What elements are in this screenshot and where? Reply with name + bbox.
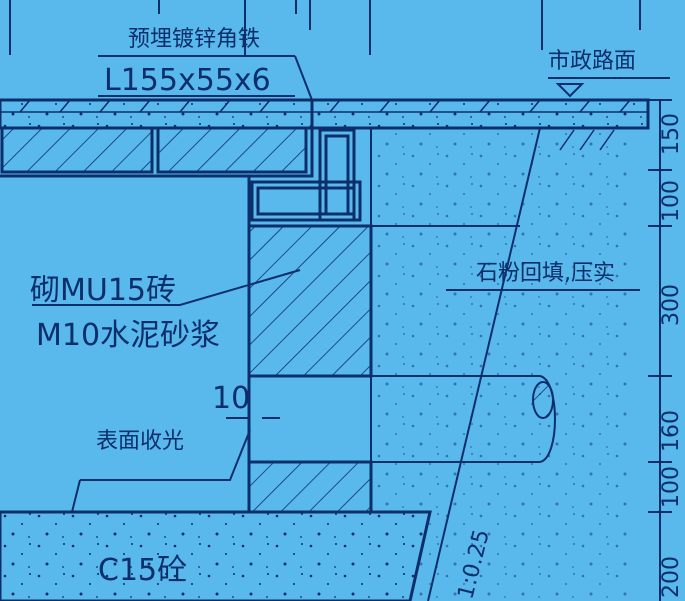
slope-line <box>427 127 541 601</box>
gap-label: 10 <box>212 381 250 416</box>
dim-300: 300 <box>659 284 684 326</box>
dim-200: 200 <box>659 556 684 598</box>
concrete-label: C15砼 <box>98 553 187 588</box>
level-marker <box>548 77 670 98</box>
leader-lines <box>32 55 640 513</box>
backfill-label: 石粉回填,压实 <box>476 261 615 286</box>
angle-iron <box>250 100 362 222</box>
brick-wall <box>247 128 520 514</box>
top-frame-lines <box>9 0 641 55</box>
angle-spec-label: L155x55x6 <box>104 63 271 98</box>
finish-label: 表面收光 <box>96 429 184 454</box>
embedded-angle-label: 预埋镀锌角铁 <box>128 27 260 52</box>
pipe <box>258 375 556 463</box>
dim-150: 150 <box>659 113 684 155</box>
road-surface-slab <box>0 98 650 130</box>
cover-plates <box>0 126 310 178</box>
dimension-chain <box>648 99 672 601</box>
dim-100-bottom: 100 <box>659 466 684 508</box>
concrete-base <box>0 510 432 601</box>
brick-label: 砌MU15砖 <box>30 273 176 308</box>
ground-hatch <box>559 129 615 151</box>
dim-100-top: 100 <box>659 180 684 222</box>
mortar-label: M10水泥砂浆 <box>36 318 220 353</box>
road-surface-label: 市政路面 <box>548 49 636 74</box>
dim-160: 160 <box>659 410 684 452</box>
